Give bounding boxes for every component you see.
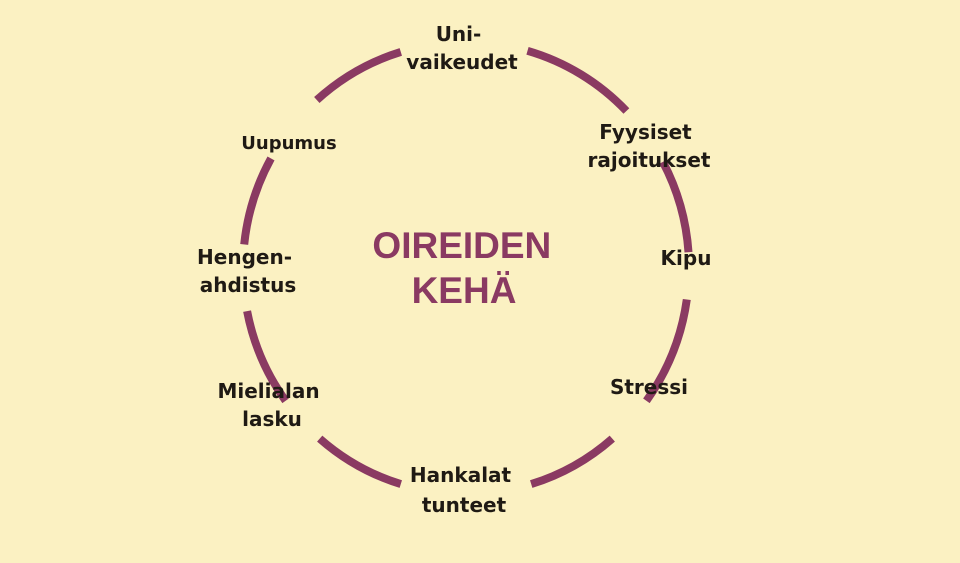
ring-segment-1 bbox=[526, 46, 630, 114]
node-uni-vaikeudet: Uni- vaikeudet bbox=[406, 22, 518, 74]
ring-segment-4 bbox=[530, 435, 615, 488]
node-fyysiset-line-1: Fyysiset bbox=[599, 120, 692, 144]
node-fyysiset-line-2: rajoitukset bbox=[588, 148, 711, 172]
node-uni-line-2: vaikeudet bbox=[406, 50, 518, 74]
cycle-ring bbox=[240, 46, 693, 488]
ring-segment-6 bbox=[243, 310, 289, 404]
ring-segment-8 bbox=[314, 48, 402, 103]
node-stressi-line-1: Stressi bbox=[610, 375, 688, 399]
node-hengen-line-1: Hengen- bbox=[197, 245, 292, 269]
node-mielialan-lasku: Mielialan lasku bbox=[217, 379, 326, 431]
center-title-line-1: OIREIDEN bbox=[372, 225, 551, 266]
node-uni-line-1: Uni- bbox=[436, 22, 482, 46]
node-uupumus: Uupumus bbox=[241, 133, 336, 154]
ring-segment-2 bbox=[659, 160, 693, 253]
node-stressi: Stressi bbox=[610, 375, 688, 399]
center-title: OIREIDEN KEHÄ bbox=[372, 225, 561, 311]
node-mieliala-line-1: Mielialan bbox=[217, 379, 319, 403]
node-kipu-line-1: Kipu bbox=[661, 246, 712, 270]
node-hengen-ahdistus: Hengen- ahdistus bbox=[197, 245, 299, 297]
node-mieliala-line-2: lasku bbox=[242, 407, 302, 431]
center-title-line-2: KEHÄ bbox=[412, 270, 517, 311]
ring-segment-5 bbox=[317, 435, 402, 488]
node-hankalat-line-2: tunteet bbox=[422, 493, 507, 517]
node-hankalat-tunteet: Hankalat tunteet bbox=[410, 463, 518, 517]
node-hengen-line-2: ahdistus bbox=[200, 273, 297, 297]
node-hankalat-line-1: Hankalat bbox=[410, 463, 512, 487]
ring-segment-3 bbox=[643, 298, 691, 404]
node-uupumus-line-1: Uupumus bbox=[241, 133, 336, 154]
ring-segment-7 bbox=[240, 156, 275, 245]
node-kipu: Kipu bbox=[661, 246, 712, 270]
node-fyysiset-rajoitukset: Fyysiset rajoitukset bbox=[588, 120, 711, 172]
